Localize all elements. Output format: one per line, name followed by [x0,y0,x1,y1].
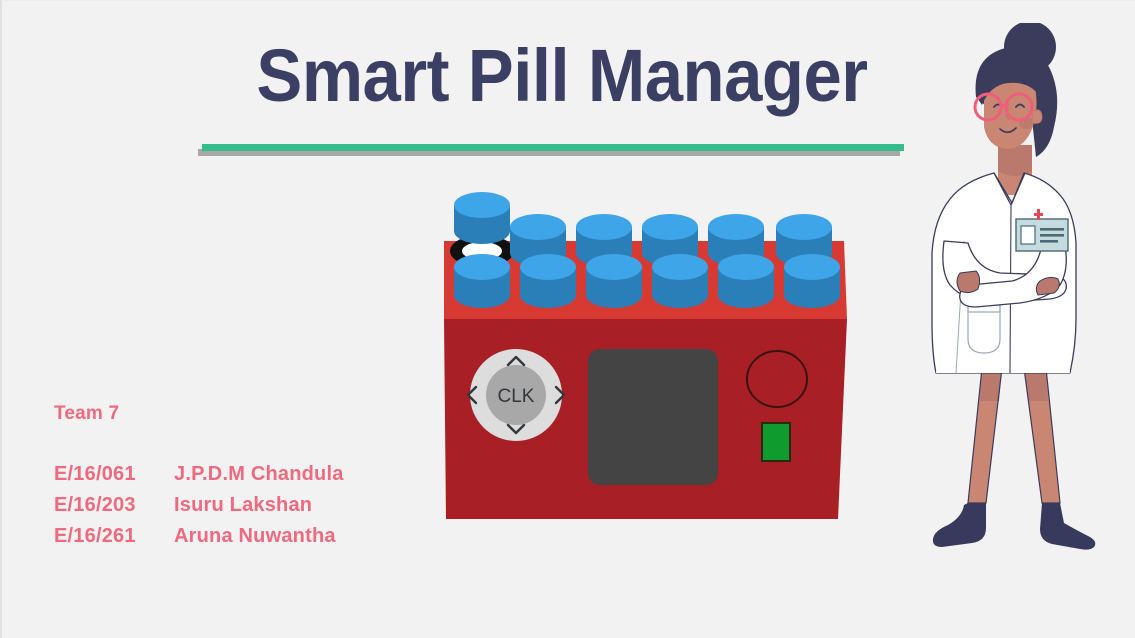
left-chevron-icon[interactable] [466,385,478,405]
id-badge [1015,209,1069,252]
status-indicator [761,422,791,462]
team-label: Team 7 [54,403,120,424]
crossed-arms [942,238,1067,308]
pill-container [454,254,510,308]
page-title: Smart Pill Manager [256,34,868,117]
legs [967,367,1061,504]
team-block: Team 7 E/16/061 J.P.D.M Chandula E/16/203… [54,403,344,552]
pill-container-front-row [454,254,840,308]
team-member-row: E/16/261 Aruna Nuwantha [54,521,344,552]
pill-container [784,254,840,308]
pill-container [718,254,774,308]
glasses-icon [973,92,1034,122]
member-id: E/16/061 [54,463,136,485]
pill-container [520,254,576,308]
team-member-row: E/16/061 J.P.D.M Chandula [54,459,344,490]
lcd-screen [588,349,718,485]
lifted-container [454,192,510,244]
right-chevron-icon[interactable] [554,385,566,405]
head [973,23,1058,157]
keypad-center-button[interactable] [486,365,546,425]
pill-container [652,254,708,308]
neck-shadow [998,145,1032,176]
member-name: Isuru Lakshan [174,494,313,516]
shoes [932,503,1096,550]
up-chevron-icon[interactable] [506,355,526,367]
pharmacist-illustration [920,23,1120,568]
pill-container [576,214,632,266]
pill-container [586,254,642,308]
title-underline [198,142,904,160]
member-id: E/16/203 [54,494,136,516]
down-chevron-icon[interactable] [506,423,526,435]
title-underline-bar [202,144,904,151]
keypad-label: CLK [498,386,535,407]
title-underline-shadow [198,149,900,156]
team-member-row: E/16/203 Isuru Lakshan [54,490,344,521]
smart-pill-dispenser-illustration: CLK [432,191,872,531]
member-name: J.P.D.M Chandula [174,463,344,485]
member-id: E/16/261 [54,525,136,547]
member-name: Aruna Nuwantha [174,525,336,547]
buzzer-icon [746,350,808,408]
keypad[interactable]: CLK [466,349,566,441]
pill-container [708,214,764,266]
